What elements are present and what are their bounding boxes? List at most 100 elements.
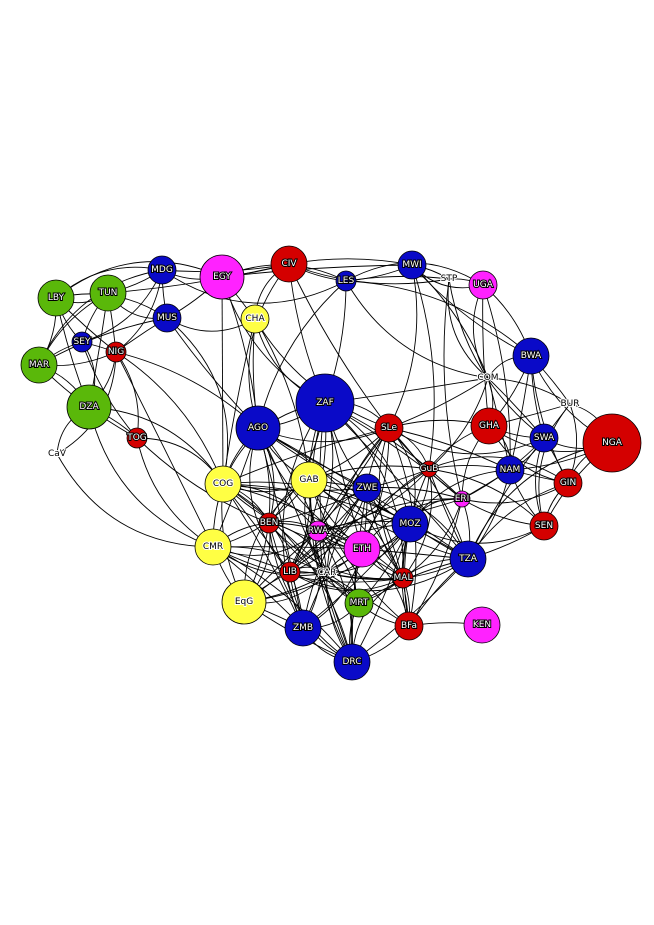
edge-nig-tog: [115, 351, 139, 439]
edge-gab-tza: [308, 479, 469, 560]
node-circle: [397, 250, 427, 280]
node-label: SLe: [381, 423, 398, 433]
node-eqg: EqG: [221, 579, 267, 625]
node-circle: [290, 461, 328, 499]
node-circle: [235, 405, 281, 451]
node-label: MAR: [29, 360, 49, 370]
edge-sle-car: [326, 427, 390, 574]
edge-tog-ben: [136, 437, 270, 524]
node-bfa: BFa: [394, 611, 424, 641]
node-label: DRC: [342, 657, 361, 667]
edge-zaf-zmb: [282, 402, 326, 629]
node-bwa: BWA: [512, 337, 550, 375]
node-circle: [199, 254, 245, 300]
edge-mdg-les: [161, 269, 347, 304]
node-circle: [529, 423, 559, 453]
node-label: STP: [441, 274, 458, 284]
edge-cha-cog: [222, 318, 256, 485]
edge-stp-swa: [448, 278, 545, 439]
node-label: DZA: [79, 402, 99, 412]
node-circle: [279, 561, 301, 583]
edge-sle-cog: [222, 427, 390, 485]
edge-cha-gab: [254, 318, 310, 481]
edge-com-gub: [428, 377, 489, 470]
edge-nig-cmr: [115, 351, 214, 548]
edge-cog-tza: [222, 483, 469, 560]
node-moz: MOZ: [391, 505, 429, 543]
node-circle: [258, 512, 280, 534]
node-label: GuB: [420, 464, 439, 474]
node-zwe: ZWE: [352, 473, 382, 503]
node-gin: GIN: [553, 468, 583, 498]
edge-nig-cog: [115, 351, 224, 485]
node-label: NAM: [500, 465, 521, 475]
node-label: MDG: [151, 265, 173, 275]
node-label: SEN: [535, 521, 553, 531]
node-mal: MAL: [393, 567, 413, 589]
node-circle: [20, 346, 58, 384]
node-mdg: MDG: [147, 255, 177, 285]
node-label: GAB: [299, 475, 318, 485]
node-label: MUS: [157, 313, 177, 323]
node-label: LES: [338, 276, 355, 286]
node-circle: [126, 427, 148, 449]
node-label: COM: [477, 373, 498, 383]
node-label: AGO: [248, 423, 268, 433]
node-circle: [270, 245, 308, 283]
node-label: EGY: [213, 272, 231, 282]
node-circle: [374, 413, 404, 443]
node-swa: SWA: [529, 423, 559, 453]
node-label: TUN: [98, 288, 118, 298]
edge-sle-lib: [289, 427, 390, 573]
node-label: COG: [213, 479, 233, 489]
node-circle: [420, 460, 438, 478]
node-circle: [37, 279, 75, 317]
edge-les-com: [345, 280, 489, 379]
node-label: BWA: [521, 351, 542, 361]
node-dza: DZA: [66, 384, 112, 430]
edge-layer: [38, 258, 613, 663]
node-circle: [468, 270, 498, 300]
node-circle: [344, 588, 374, 618]
node-circle: [333, 643, 371, 681]
edge-stp-eri: [443, 278, 463, 500]
node-circle: [343, 530, 381, 568]
node-label: BFa: [401, 621, 417, 631]
node-ago: AGO: [235, 405, 281, 451]
node-label: CIV: [281, 259, 297, 269]
edge-mwi-com: [411, 264, 489, 379]
edge-eri-mal: [402, 498, 463, 579]
edge-egy-cog: [221, 276, 224, 485]
node-eth: ETH: [343, 530, 381, 568]
node-circle: [295, 373, 355, 433]
node-label: LIB: [283, 567, 297, 577]
node-sle: SLe: [374, 413, 404, 443]
node-circle: [240, 304, 270, 334]
edge-tza-lib: [289, 558, 469, 592]
edge-dza-cog: [88, 406, 224, 485]
node-cmr: CMR: [194, 528, 232, 566]
node-circle: [352, 473, 382, 503]
node-label: TZA: [458, 554, 478, 564]
node-mrt: MRT: [344, 588, 374, 618]
node-label: SWA: [534, 433, 555, 443]
node-cha: CHA: [240, 304, 270, 334]
node-circle: [221, 579, 267, 625]
node-zmb: ZMB: [284, 609, 322, 647]
edge-gin-eri: [461, 482, 569, 504]
node-label: KEN: [473, 620, 491, 630]
edge-lby-egy: [55, 261, 223, 299]
edge-nig-ago: [115, 351, 259, 429]
node-label: UGA: [473, 280, 494, 290]
edge-stp-com: [447, 278, 489, 379]
edge-ben-drc: [268, 522, 353, 663]
edge-com-bur: [487, 377, 571, 405]
node-circle: [512, 337, 550, 375]
node-label: MOZ: [399, 519, 420, 529]
edge-cmr-drc: [212, 546, 353, 663]
node-cav: CaV: [47, 448, 68, 460]
node-bur: BUR: [559, 398, 580, 410]
node-label: LBY: [48, 293, 65, 303]
edge-moz-eqg: [243, 523, 411, 603]
node-label: CaV: [48, 449, 67, 459]
